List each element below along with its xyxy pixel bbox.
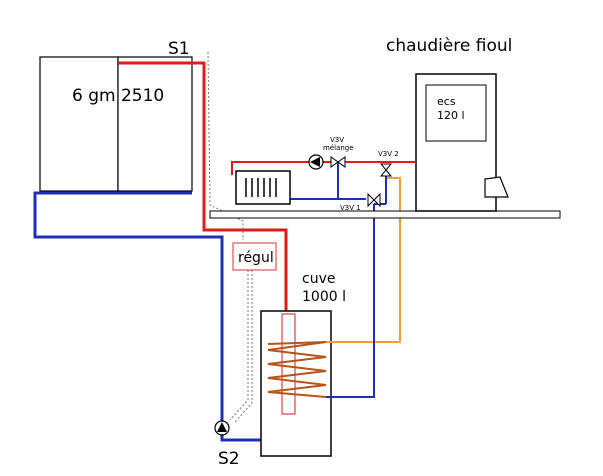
coil-return-pipe bbox=[326, 204, 375, 398]
sensor-wire-s2b bbox=[233, 270, 253, 424]
ecs-loop-pipe bbox=[326, 177, 401, 343]
ecs-tank-box bbox=[425, 84, 487, 142]
boiler-label: chaudière fioul bbox=[386, 36, 512, 56]
valve-v3v1-icon bbox=[367, 192, 381, 208]
boiler-burner bbox=[484, 176, 509, 198]
sensor-wire-s1 bbox=[207, 51, 244, 240]
sensor-s1-label: S1 bbox=[168, 39, 190, 59]
valve-v3v2-label: V3V 2 bbox=[378, 150, 399, 158]
heating-pump-arrow-icon bbox=[310, 157, 320, 167]
ecs-title: ecs bbox=[437, 95, 456, 108]
mixing-valve-icon bbox=[330, 156, 346, 168]
mixing-valve-label-line1: V3V bbox=[330, 136, 344, 144]
regulator-label: régul bbox=[238, 250, 274, 266]
valve-v3v1-label: V3V 1 bbox=[340, 204, 361, 212]
valve-v3v2: V3V 2 bbox=[378, 150, 399, 177]
solar-panels-label: 6 gm 2510 bbox=[72, 86, 164, 106]
sensor-wire-s2 bbox=[229, 270, 249, 421]
tank-volume: 1000 l bbox=[302, 289, 346, 305]
heating-pump bbox=[308, 154, 324, 170]
tank-title: cuve bbox=[302, 271, 335, 287]
pump-s2-arrow-icon bbox=[217, 422, 227, 432]
solar-panels: 6 gm 2510 bbox=[39, 56, 193, 192]
regulator: régul bbox=[232, 242, 277, 271]
sensor-s2-label: S2 bbox=[218, 449, 240, 469]
hot-supply-pipe bbox=[118, 61, 288, 313]
mixing-valve: V3V mélange bbox=[323, 136, 354, 168]
radiator bbox=[235, 170, 291, 205]
radiator-fins bbox=[245, 178, 277, 197]
valve-v3v1: V3V 1 bbox=[340, 192, 381, 212]
mixing-valve-label-line2: mélange bbox=[323, 144, 354, 152]
pump-s2 bbox=[214, 420, 230, 436]
regulator-box bbox=[232, 242, 277, 271]
tank-inner-tube bbox=[281, 313, 296, 415]
heat-exchanger-coil bbox=[267, 341, 327, 398]
heating-supply-pipe bbox=[231, 161, 416, 175]
radiator-body bbox=[235, 170, 291, 205]
valve-v3v2-icon bbox=[379, 163, 393, 177]
floor-shelf bbox=[209, 210, 561, 219]
oil-boiler: ecs 120 l chaudière fioul bbox=[386, 36, 512, 212]
solar-panel-right bbox=[117, 56, 193, 192]
cold-return-pipe bbox=[33, 191, 261, 442]
ecs-volume: 120 l bbox=[437, 109, 465, 122]
solar-panel-left bbox=[39, 56, 119, 192]
